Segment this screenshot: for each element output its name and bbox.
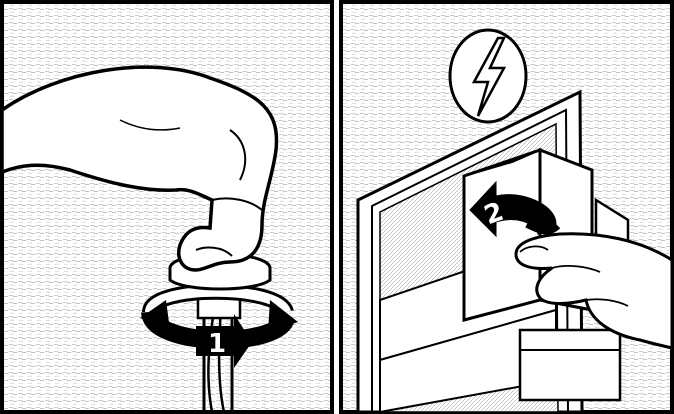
right-panel: 2	[339, 0, 674, 414]
left-panel: 1	[0, 0, 334, 414]
hand-turning-knob	[0, 65, 279, 272]
step-2-curved-arrow: 2	[469, 180, 561, 238]
latch-block	[462, 147, 630, 402]
lightning-bolt-icon	[448, 28, 528, 124]
step-1-arrow-badge: 1	[196, 314, 252, 368]
panel-divider	[332, 0, 341, 414]
hand-pushing-latch	[514, 232, 674, 350]
step-1-label: 1	[208, 329, 226, 359]
